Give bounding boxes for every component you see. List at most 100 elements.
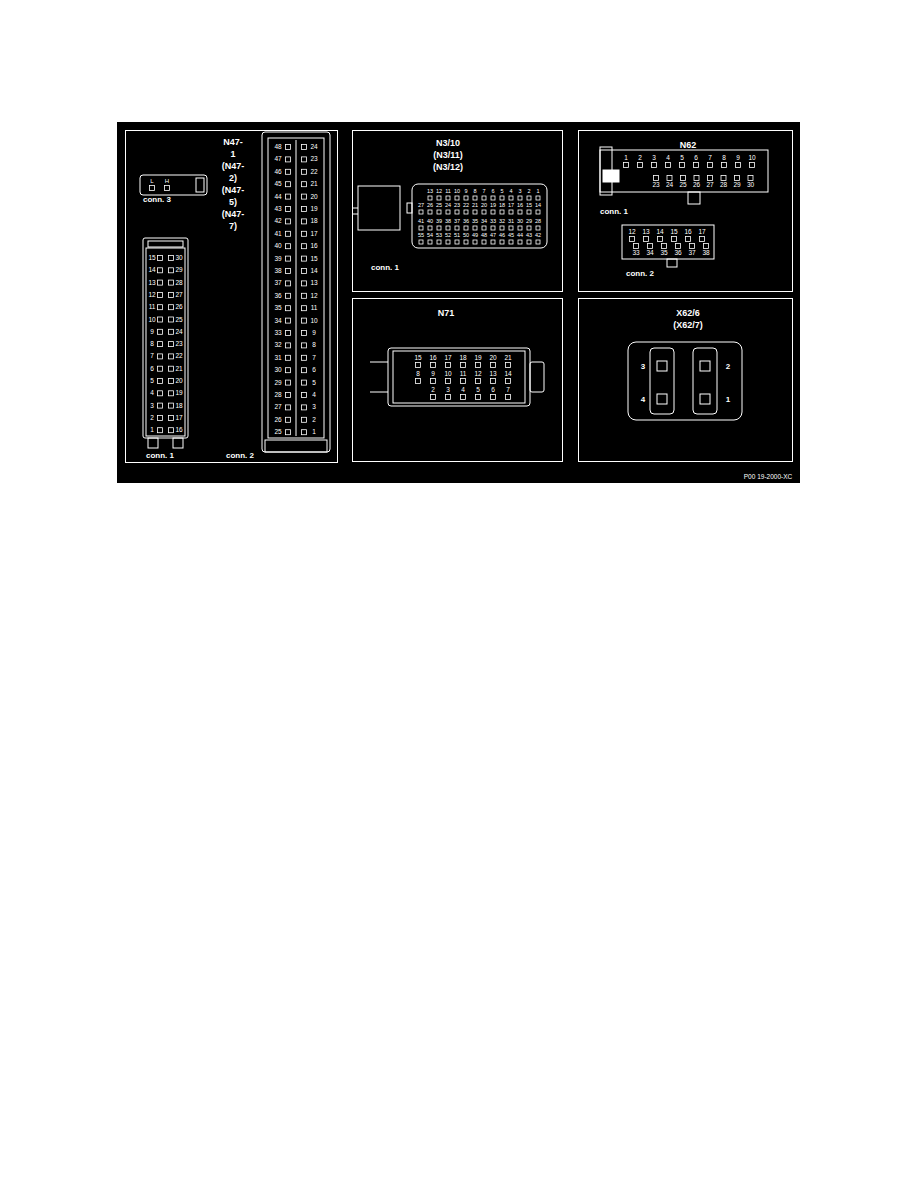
pin-cavity (169, 280, 174, 285)
pin-cavity (169, 292, 174, 297)
pin-cavity (638, 163, 643, 168)
pin-number: 43 (526, 233, 532, 239)
pin-number: 46 (499, 233, 505, 239)
pin-number: 3 (518, 189, 521, 195)
pin-cavity (461, 379, 466, 384)
pin-number: 29 (175, 267, 182, 274)
pin-number: 11 (311, 305, 318, 312)
pin-cavity (158, 415, 163, 420)
pin-number: 32 (274, 342, 281, 349)
pin-number: 22 (463, 203, 469, 209)
pin-cavity (482, 210, 486, 214)
pin-cavity (455, 240, 459, 244)
connector-foot (148, 438, 158, 448)
pin-cavity (464, 240, 468, 244)
pin-cavity (302, 157, 307, 162)
pin-cavity (286, 244, 291, 249)
pin-cavity (704, 244, 709, 249)
pin-number: 36 (674, 250, 681, 257)
pin-number: 42 (274, 218, 281, 225)
pin-number: 17 (698, 229, 705, 236)
pin-number: 19 (175, 390, 182, 397)
pin-number: 27 (706, 182, 713, 189)
pin-number: 38 (445, 219, 451, 225)
connector-name: conn. 2 (226, 452, 254, 460)
pin-number: 13 (148, 279, 155, 286)
pin-cavity (700, 237, 705, 242)
pin-cavity (491, 196, 495, 200)
pin-number: 44 (517, 233, 523, 239)
pin-number: 21 (310, 181, 317, 188)
pin-number: 8 (150, 341, 154, 348)
pin-number: 31 (274, 355, 281, 362)
pin-cavity (518, 240, 522, 244)
pin-cavity (672, 237, 677, 242)
pin-number: 24 (175, 329, 182, 336)
pin-number: 48 (481, 233, 487, 239)
connector-pill (693, 348, 717, 414)
pin-number: 47 (490, 233, 496, 239)
pin-number: 41 (418, 219, 424, 225)
pin-cavity (169, 415, 174, 420)
pin-number: 17 (175, 415, 182, 422)
pin-number: 2 (527, 189, 530, 195)
pin-number: 6 (694, 155, 698, 162)
pin-number: 4 (641, 396, 645, 404)
pin-number: 15 (670, 229, 677, 236)
pin-cavity (286, 405, 291, 410)
pin-number: 15 (526, 203, 532, 209)
pin-cavity (506, 395, 511, 400)
pin-number: 16 (517, 203, 523, 209)
pin-cavity (455, 210, 459, 214)
pin-number: 12 (474, 371, 481, 378)
pin-number: 4 (150, 390, 154, 397)
pin-number: 2 (431, 387, 435, 394)
pin-number: 14 (148, 267, 155, 274)
pin-cavity (630, 237, 635, 242)
pin-cavity (644, 237, 649, 242)
connector-housing (140, 175, 207, 195)
pin-number: 32 (499, 219, 505, 225)
pin-number: 20 (310, 193, 317, 200)
pin-cavity (527, 226, 531, 230)
pin-cavity (536, 226, 540, 230)
pin-number: 14 (310, 268, 317, 275)
pin-number: 5 (150, 378, 154, 385)
pin-number: 9 (150, 329, 154, 336)
pin-cavity (286, 293, 291, 298)
connector-stub (688, 192, 700, 204)
pin-cavity (482, 240, 486, 244)
pin-cavity (286, 368, 291, 373)
pin-cavity (476, 395, 481, 400)
pin-number: 33 (632, 250, 639, 257)
pin-cavity (286, 269, 291, 274)
pin-cavity (302, 393, 307, 398)
pin-cavity (419, 210, 423, 214)
pin-cavity (722, 163, 727, 168)
pin-number: 10 (748, 155, 755, 162)
pin-number: 38 (274, 268, 281, 275)
pin-cavity (667, 176, 672, 181)
figure-code: P00 19-2000-XC (744, 474, 792, 481)
pin-cavity (455, 196, 459, 200)
pin-number: 42 (535, 233, 541, 239)
pin-number: 18 (175, 402, 182, 409)
pin-number: 1 (312, 429, 316, 436)
pin-cavity (491, 210, 495, 214)
pin-number: 16 (175, 427, 182, 434)
pin-cavity (634, 244, 639, 249)
pin-cavity (302, 355, 307, 360)
pin-cavity (506, 379, 511, 384)
pin-number: 14 (656, 229, 663, 236)
pin-cavity (536, 196, 540, 200)
pin-cavity (286, 169, 291, 174)
connector-panel: X62/6 (X62/7) (578, 298, 793, 462)
pin-number: 13 (642, 229, 649, 236)
connector-housing (622, 225, 714, 259)
pin-cavity (428, 210, 432, 214)
pin-number: 40 (274, 243, 281, 250)
pin-cavity (437, 226, 441, 230)
pin-cavity (694, 163, 699, 168)
